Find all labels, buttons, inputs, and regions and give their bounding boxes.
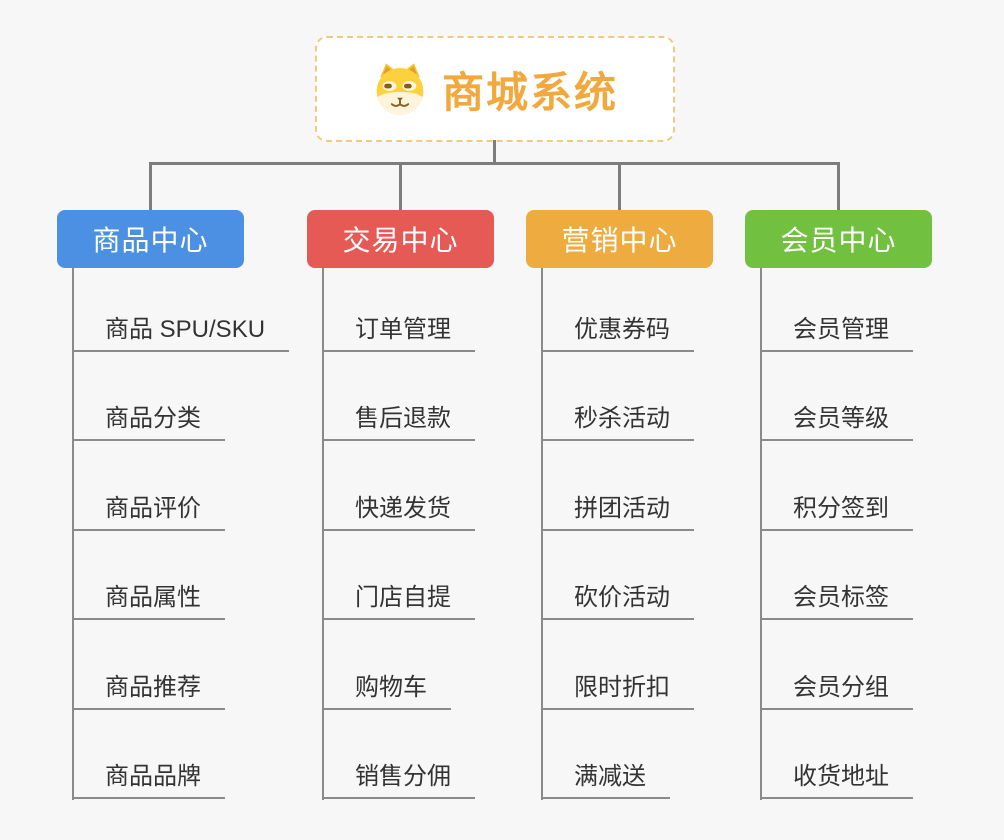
branch-connector-line [72,268,74,800]
leaf-topic[interactable]: 会员等级 [761,403,913,441]
leaf-topic[interactable]: 优惠券码 [542,314,694,352]
branch-connector-line [322,268,324,800]
leaf-topic[interactable]: 砍价活动 [542,582,694,620]
leaf-topic[interactable]: 限时折扣 [542,672,694,710]
leaf-topic[interactable]: 满减送 [542,761,670,799]
leaf-topic[interactable]: 售后退款 [323,403,475,441]
branch-node-marketing-center[interactable]: 营销中心 [526,210,713,268]
branch-node-product-center[interactable]: 商品中心 [57,210,244,268]
connector-drop-product [149,162,152,211]
leaf-topic[interactable]: 商品推荐 [73,672,225,710]
leaf-topic[interactable]: 门店自提 [323,582,475,620]
root-title: 商城系统 [441,68,618,116]
leaf-topic[interactable]: 商品 SPU/SKU [73,314,290,352]
leaf-topic[interactable]: 商品属性 [73,582,225,620]
leaf-topic[interactable]: 秒杀活动 [542,403,694,441]
branch-connector-line [541,268,543,800]
root-node-mall-system[interactable]: 商城系统 [315,36,675,142]
leaf-topic[interactable]: 商品评价 [73,493,225,531]
branch-marketing-center: 营销中心 优惠券码 秒杀活动 拼团活动 砍价活动 限时折扣 满减送 [526,210,786,820]
leaf-topic[interactable]: 快递发货 [323,493,475,531]
leaf-topic[interactable]: 订单管理 [323,314,475,352]
leaf-topic[interactable]: 收货地址 [761,761,913,799]
branch-node-trade-center[interactable]: 交易中心 [307,210,494,268]
connector-horizontal-rail [149,162,840,165]
leaf-topic[interactable]: 销售分佣 [323,761,475,799]
connector-drop-member [837,162,840,211]
branch-node-member-center[interactable]: 会员中心 [745,210,932,268]
leaf-topic[interactable]: 商品分类 [73,403,225,441]
leaf-topic[interactable]: 拼团活动 [542,493,694,531]
branch-trade-center: 交易中心 订单管理 售后退款 快递发货 门店自提 购物车 销售分佣 [307,210,567,820]
leaf-topic[interactable]: 购物车 [323,672,451,710]
leaf-topic[interactable]: 会员管理 [761,314,913,352]
branch-connector-line [760,268,762,800]
connector-root-stub [493,140,496,164]
leaf-topic[interactable]: 会员标签 [761,582,913,620]
connector-drop-marketing [618,162,621,211]
leaf-topic[interactable]: 会员分组 [761,672,913,710]
doge-face-icon [376,63,424,115]
connector-drop-trade [399,162,402,211]
leaf-topic[interactable]: 商品品牌 [73,761,225,799]
leaf-topic[interactable]: 积分签到 [761,493,913,531]
branch-member-center: 会员中心 会员管理 会员等级 积分签到 会员标签 会员分组 收货地址 [745,210,1004,820]
branch-product-center: 商品中心 商品 SPU/SKU 商品分类 商品评价 商品属性 商品推荐 商品品牌 [57,210,317,820]
